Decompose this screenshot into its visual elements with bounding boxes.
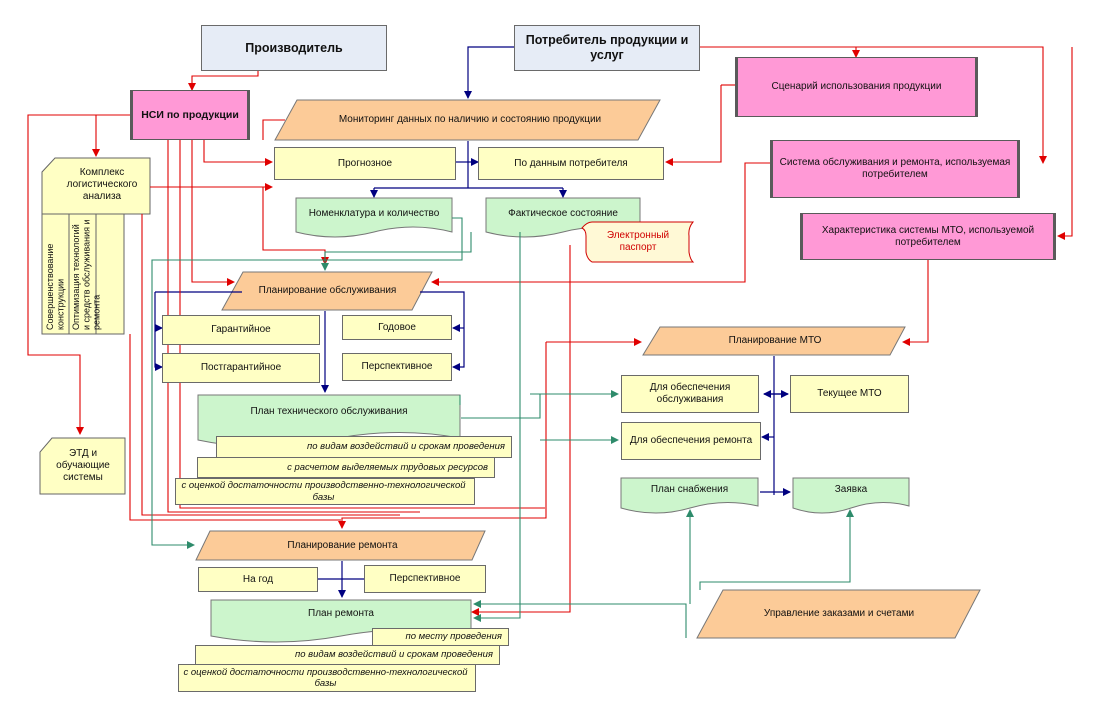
post-warranty-box: Постгарантийное — [162, 353, 320, 383]
nsi-label: НСИ по продукции — [141, 108, 239, 121]
perspective-label: Перспективное — [361, 361, 433, 372]
actual-state-label: Фактическое состояние — [508, 208, 618, 219]
monitoring-label: Мониторинг данных по наличию и состоянию… — [338, 114, 602, 125]
mto-characteristic-box: Характеристика системы МТО, используемой… — [800, 213, 1056, 260]
nomenclature-shape — [295, 197, 453, 238]
forecast-box: Прогнозное — [274, 147, 456, 180]
logistics-label: Комплекс логистического анализа — [66, 167, 138, 202]
nomenclature-label: Номенклатура и количество — [308, 208, 440, 219]
to-sub1-box: по видам воздействий и срокам проведения — [216, 436, 512, 458]
orders-shape — [696, 589, 981, 639]
consumer-label: Потребитель продукции и услуг — [525, 33, 689, 62]
etd-shape — [39, 437, 126, 495]
monitoring-node: Мониторинг данных по наличию и состоянию… — [300, 100, 640, 140]
e-passport-shape — [581, 221, 695, 263]
request-node: Заявка — [793, 479, 909, 501]
annual-label: Годовое — [378, 321, 416, 333]
current-mto-label: Текущее МТО — [817, 388, 882, 399]
repair-plan-label: План ремонта — [308, 608, 374, 619]
repair-plan-node: План ремонта — [211, 602, 471, 626]
to-sub2-box: с расчетом выделяемых трудовых ресурсов — [197, 457, 495, 478]
to-sub3-box: с оценкой достаточности производственно-… — [175, 478, 475, 505]
forecast-label: Прогнозное — [337, 157, 393, 169]
rp-sub1-box: по месту проведения — [372, 628, 509, 646]
producer-box: Производитель — [201, 25, 387, 71]
orders-node: Управление заказами и счетами — [715, 592, 963, 636]
warranty-box: Гарантийное — [162, 315, 320, 345]
monitoring-shape — [274, 99, 661, 141]
e-passport-node: Электронный паспорт — [590, 224, 686, 260]
orders-label: Управление заказами и счетами — [763, 608, 915, 619]
to-sub2-label: с расчетом выделяемых трудовых ресурсов — [287, 461, 488, 473]
rp-sub3-label: с оценкой достаточности производственно-… — [183, 666, 468, 689]
rp-sub2-label: по видам воздействий и срокам проведения — [295, 649, 493, 661]
tech-optimization-text: Оптимизация технологий и средств обслужи… — [71, 219, 102, 330]
logistics-node: Комплекс логистического анализа — [55, 160, 149, 210]
rp-sub2-box: по видам воздействий и срокам проведения — [195, 645, 500, 665]
per-year-box: На год — [198, 567, 318, 592]
repair-planning-label: Планирование ремонта — [287, 539, 398, 551]
to-plan-label: План технического обслуживания — [250, 406, 408, 417]
scenario-box: Сценарий использования продукции — [735, 57, 978, 117]
service-system-box: Система обслуживания и ремонта, использу… — [770, 140, 1020, 198]
annual-box: Годовое — [342, 315, 452, 340]
mto-planning-shape — [642, 326, 906, 356]
service-system-label: Система обслуживания и ремонта, использу… — [779, 157, 1011, 180]
service-planning-shape — [221, 271, 433, 311]
repair-planning-shape — [195, 530, 486, 561]
for-service-box: Для обеспечения обслуживания — [621, 375, 759, 413]
nomenclature-node: Номенклатура и количество — [296, 200, 452, 228]
repair-planning-node: Планирование ремонта — [210, 533, 475, 558]
supply-plan-shape — [620, 477, 759, 514]
consumer-box: Потребитель продукции и услуг — [514, 25, 700, 71]
to-sub1-label: по видам воздействий и срокам проведения — [307, 441, 505, 453]
scenario-label: Сценарий использования продукции — [771, 81, 942, 92]
supply-plan-node: План снабжения — [621, 479, 758, 501]
etd-label: ЭТД и обучающие системы — [56, 448, 110, 483]
logistics-columns — [41, 213, 125, 335]
for-repair-label: Для обеспечения ремонта — [629, 435, 753, 446]
producer-label: Производитель — [245, 40, 343, 55]
warranty-label: Гарантийное — [211, 324, 271, 335]
current-mto-box: Текущее МТО — [790, 375, 909, 413]
consumer-data-label: По данным потребителя — [514, 157, 628, 169]
for-repair-box: Для обеспечения ремонта — [621, 422, 761, 460]
to-plan-node: План технического обслуживания — [198, 398, 460, 426]
to-sub3-label: с оценкой достаточности производственно-… — [181, 480, 466, 503]
service-planning-label: Планирование обслуживания — [258, 285, 397, 296]
mto-characteristic-label: Характеристика системы МТО, используемой… — [821, 224, 1035, 248]
design-improvement-text: Совершенствование конструкции — [45, 243, 66, 330]
rp-sub3-box: с оценкой достаточности производственно-… — [178, 664, 476, 692]
post-warranty-label: Постгарантийное — [200, 362, 282, 373]
per-year-label: На год — [242, 573, 274, 585]
repair-perspective-label: Перспективное — [389, 573, 461, 584]
consumer-data-box: По данным потребителя — [478, 147, 664, 180]
e-passport-label: Электронный паспорт — [606, 230, 670, 253]
rp-sub1-label: по месту проведения — [405, 631, 502, 643]
perspective-box: Перспективное — [342, 353, 452, 381]
service-planning-node: Планирование обслуживания — [240, 274, 415, 308]
mto-planning-label: Планирование МТО — [728, 335, 822, 346]
for-service-label: Для обеспечения обслуживания — [649, 382, 731, 405]
etd-node: ЭТД и обучающие системы — [42, 440, 124, 492]
nsi-box: НСИ по продукции — [130, 90, 250, 140]
request-shape — [792, 477, 910, 514]
mto-planning-node: Планирование МТО — [660, 329, 890, 353]
request-label: Заявка — [834, 484, 868, 495]
repair-perspective-box: Перспективное — [364, 565, 486, 593]
supply-plan-label: План снабжения — [650, 484, 729, 495]
actual-state-node: Фактическое состояние — [486, 200, 640, 228]
